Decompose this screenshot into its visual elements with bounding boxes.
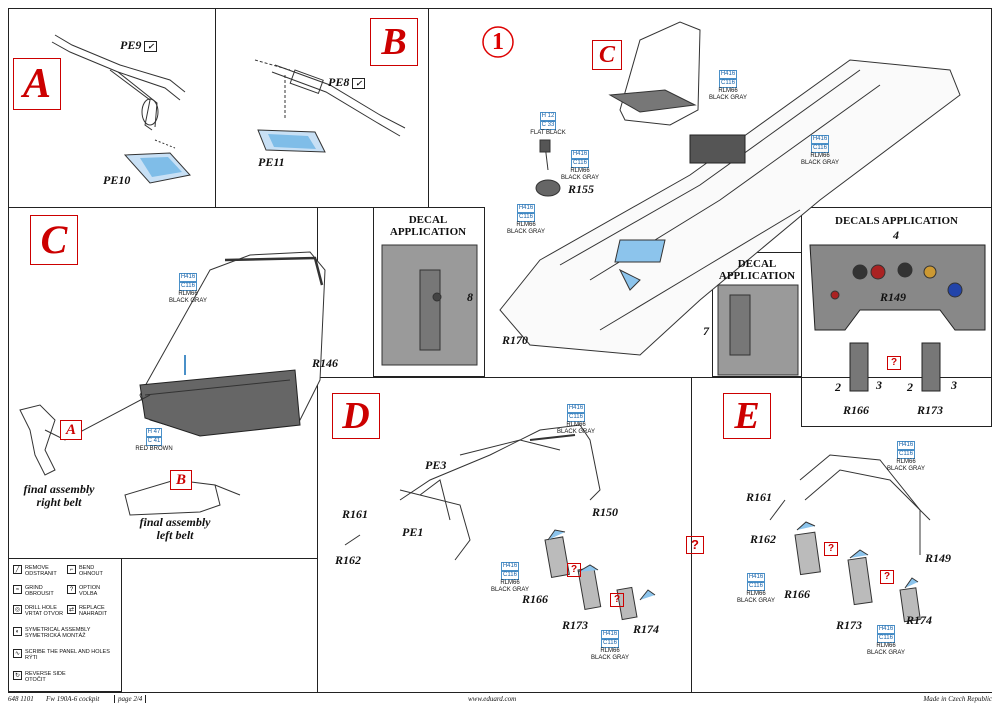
section-d-label: D [332,393,380,439]
page-footer: 648 1101 Fw 190A-6 cockpit page 2/4 www.… [8,692,992,705]
decal-title-left: DECAL APPLICATION [389,214,467,238]
footer-made: Made in Czech Republic [923,695,992,703]
footer-page: page 2/4 [114,695,147,703]
ref-a: A [60,420,82,440]
section-e-label: E [723,393,771,439]
section-c-top-label: C [592,40,622,70]
ref-b: B [170,470,192,490]
part-r170: R170 [502,333,529,347]
footer-title: Fw 190A-6 cockpit [46,695,100,703]
part-pe8: PE8 ✓ [328,75,366,90]
option-mark-e1: ? [824,542,838,556]
symmetrical-assembly-icon: ◐ [13,627,22,636]
part-pe11: PE11 [258,155,285,169]
part-pe10: PE10 [103,173,131,187]
final-assembly-left-belt: final assembly left belt [139,515,211,542]
decal-title-mid: DECAL APPLICATION [718,258,796,282]
decal-number-3a: 3 [876,378,882,392]
decal-number-8: 8 [467,290,473,304]
option-mark-d2: ? [610,593,624,607]
part-r161-e: R161 [746,490,773,504]
part-r161-d: R161 [342,507,369,521]
part-pe9: PE9 ✓ [120,38,158,53]
part-r166-d: R166 [522,592,549,606]
grind-icon: ≈ [13,585,22,594]
remove-icon: ╱ [13,565,22,574]
section-b-label: B [370,18,418,66]
panel-c-top [428,8,992,378]
replace-icon: ⇄ [67,605,76,614]
footer-code: 648 1101 [8,695,34,703]
reverse-side-icon: ↻ [13,671,22,680]
decal-number-2a: 2 [835,380,841,394]
bend-icon: ⌐ [67,565,76,574]
section-a-label: A [13,58,61,110]
part-r173-decal: R173 [917,403,944,417]
section-c-main-label: C [30,215,78,265]
drill-hole-icon: ◎ [13,605,22,614]
decal-number-2b: 2 [907,380,913,394]
part-pe1: PE1 [402,525,424,539]
part-r166-e: R166 [784,587,811,601]
decal-number-4: 4 [893,228,899,242]
part-r155: R155 [568,182,595,196]
option-mark-center: ? [686,536,704,554]
part-r173-e: R173 [836,618,863,632]
option-mark-decal: ? [887,356,901,370]
panel-b [215,8,429,208]
panel-decal-right [801,207,992,427]
part-r162-e: R162 [750,532,777,546]
step-number: 1 [492,29,504,55]
part-r166-decal: R166 [843,403,870,417]
decal-number-7: 7 [703,324,709,338]
option-mark-e2: ? [880,570,894,584]
option-mark-d1: ? [567,563,581,577]
part-pe3: PE3 [425,458,447,472]
final-assembly-right-belt: final assembly right belt [23,482,95,509]
panel-decal-left [373,207,485,377]
part-r150: R150 [592,505,619,519]
part-r173-d: R173 [562,618,589,632]
option-icon: ? [67,585,76,594]
part-r149-decal: R149 [880,290,907,304]
decal-title-right: DECALS APPLICATION [835,215,958,227]
part-r174-d: R174 [633,622,660,636]
scribe-icon: ∿ [13,649,22,658]
part-r146: R146 [312,356,339,370]
part-r149-e: R149 [925,551,952,565]
decal-number-3b: 3 [951,378,957,392]
part-r162-d: R162 [335,553,362,567]
part-r174-e: R174 [906,613,933,627]
footer-url: www.eduard.com [468,695,517,703]
